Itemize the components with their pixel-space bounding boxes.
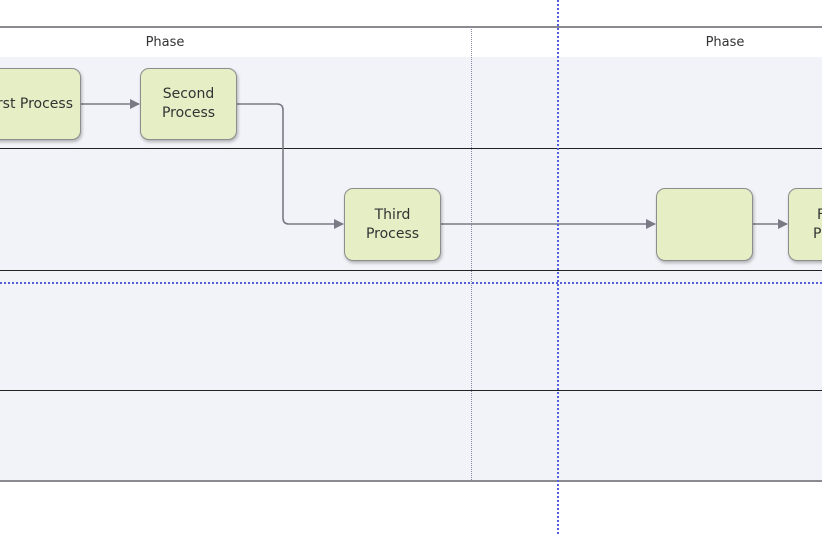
process-third[interactable]: Third Process [344, 188, 441, 261]
horizontal-guide-line [0, 282, 822, 284]
process-first[interactable]: First Process [0, 68, 81, 140]
phase-divider [471, 27, 472, 480]
lane-separator [0, 148, 822, 149]
phase-label-2[interactable]: Phase [705, 35, 745, 50]
diagram-bottom-border [0, 480, 822, 482]
process-fourth[interactable]: Fourth Process [788, 188, 822, 261]
swimlane-3[interactable] [0, 271, 822, 390]
vertical-guide-line [557, 0, 559, 534]
connector-second-to-third[interactable] [237, 103, 344, 229]
lane-separator [0, 390, 822, 391]
swimlane-4[interactable] [0, 391, 822, 480]
process-empty[interactable] [656, 188, 753, 261]
phase-label-1[interactable]: Phase [145, 35, 185, 50]
process-second[interactable]: Second Process [140, 68, 237, 140]
lane-separator [0, 270, 822, 271]
